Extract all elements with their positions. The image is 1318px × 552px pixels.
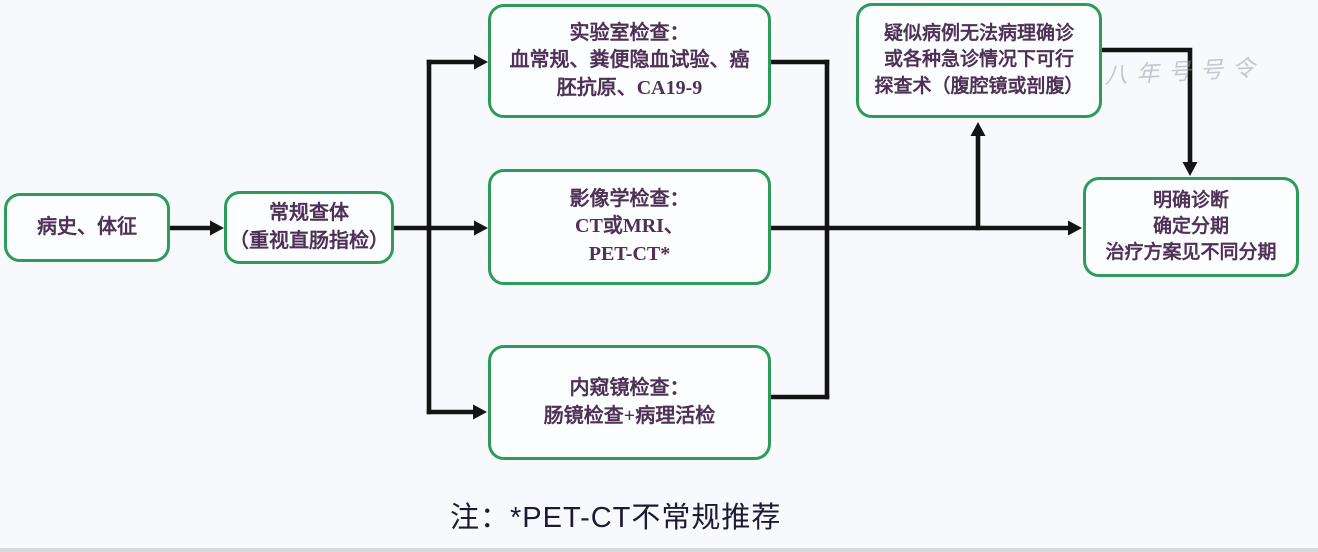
node-lab-line1: 实验室检查： bbox=[569, 21, 690, 44]
connector-exploration-to-diagnosis bbox=[1099, 47, 1193, 165]
arrowhead-into-endoscopy bbox=[473, 404, 487, 420]
arrowhead-into-lab bbox=[474, 54, 488, 70]
node-endoscopy: 内窥镜检查： 肠镜检查+病理活检 bbox=[488, 345, 771, 460]
node-diagnosis-line1: 明确诊断 bbox=[1152, 189, 1229, 211]
bottom-edge-strip bbox=[0, 548, 1318, 552]
node-diagnosis: 明确诊断 确定分期 治疗方案见不同分期 bbox=[1083, 177, 1299, 277]
node-history: 病史、体征 bbox=[4, 193, 170, 262]
node-exploration-line3: 探查术（腹腔镜或剖腹） bbox=[874, 75, 1084, 97]
arrowhead-into-exam bbox=[210, 220, 224, 236]
arrowhead-into-diagnosis-top bbox=[1182, 162, 1198, 176]
node-lab: 实验室检查： 血常规、粪便隐血试验、癌 胚抗原、CA19-9 bbox=[488, 4, 771, 118]
arrowhead-into-imaging bbox=[474, 220, 488, 236]
footnote-text: 注：*PET-CT不常规推荐 bbox=[450, 502, 782, 534]
node-imaging-line2: CT或MRI、 bbox=[575, 215, 684, 238]
node-history-label: 病史、体征 bbox=[37, 215, 137, 238]
node-diagnosis-line2: 确定分期 bbox=[1152, 215, 1229, 237]
node-diagnosis-line3: 治疗方案见不同分期 bbox=[1105, 242, 1277, 264]
node-exam: 常规查体 （重视直肠指检） bbox=[224, 191, 394, 264]
node-imaging-line1: 影像学检查： bbox=[569, 187, 690, 210]
node-endoscopy-line1: 内窥镜检查： bbox=[569, 376, 690, 399]
node-exam-line2: （重视直肠指检） bbox=[229, 229, 389, 252]
node-exploration: 疑似病例无法病理确诊 或各种急诊情况下可行 探查术（腹腔镜或剖腹） bbox=[856, 3, 1102, 118]
node-imaging-line3: PET-CT* bbox=[588, 242, 671, 265]
arrowhead-into-exploration bbox=[970, 122, 986, 136]
node-imaging: 影像学检查： CT或MRI、 PET-CT* bbox=[488, 169, 771, 285]
node-exploration-line1: 疑似病例无法病理确诊 bbox=[883, 23, 1074, 45]
node-lab-line2: 血常规、粪便隐血试验、癌 bbox=[509, 49, 750, 72]
node-exam-line1: 常规查体 bbox=[269, 201, 349, 224]
node-lab-line3: 胚抗原、CA19-9 bbox=[556, 76, 703, 99]
arrowhead-into-diagnosis-left bbox=[1068, 220, 1082, 236]
node-exploration-line2: 或各种急诊情况下可行 bbox=[883, 49, 1074, 71]
node-endoscopy-line2: 肠镜检查+病理活检 bbox=[543, 404, 716, 427]
